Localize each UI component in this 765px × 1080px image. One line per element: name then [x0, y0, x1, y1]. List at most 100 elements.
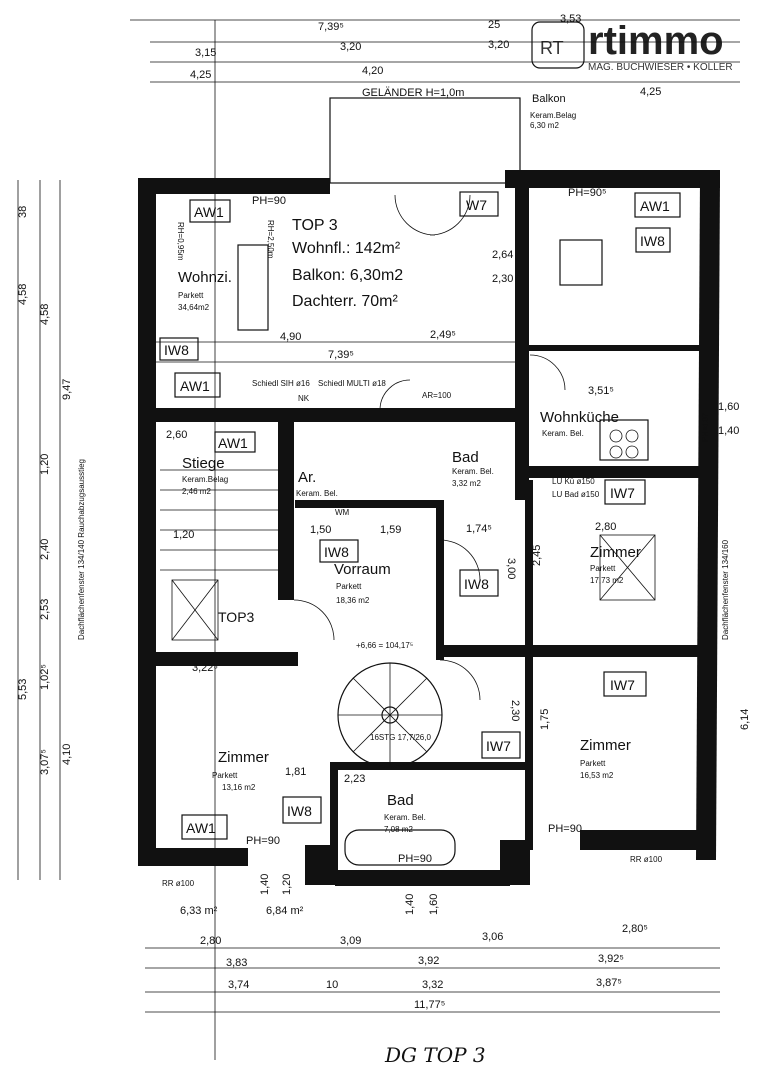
dim: 38 — [17, 206, 29, 218]
apartment-summary: TOP 3 Wohnfl.: 142m² Balkon: 6,30m2 Dach… — [292, 217, 403, 310]
dim: 11,77⁵ — [414, 999, 445, 1011]
dim: 1,02⁵ — [39, 664, 51, 690]
dim: 4,10 — [61, 744, 73, 765]
stairs-label: 16STG 17,7/26,0 — [370, 733, 431, 742]
dim: 7,39⁵ — [318, 21, 344, 33]
room-floor: Keram. Bel. — [542, 429, 584, 438]
room-area: 7,08 m2 — [384, 825, 413, 834]
room-floor: Parkett — [590, 564, 616, 573]
dim: 4,58 — [39, 304, 51, 325]
dim: 9,47 — [61, 379, 73, 400]
door-tag: IW8 — [640, 233, 665, 249]
dim: 3,32 — [422, 979, 443, 991]
room-area: 13,16 m2 — [222, 783, 256, 792]
window-tag: AW1 — [640, 198, 670, 214]
window-dimensions: 1,40 1,20 1,40 1,60 6,33 m² 6,84 m² — [180, 874, 440, 917]
dim: 5,53 — [17, 679, 29, 700]
dim: 2,80⁵ — [622, 923, 648, 935]
summary-roof-terrace: Dachterr. 70m² — [292, 293, 398, 310]
window-tag: AW1 — [218, 435, 248, 451]
dim: 1,75 — [539, 709, 551, 730]
room-name: Zimmer — [590, 544, 641, 561]
logo-mark: RT — [540, 38, 564, 58]
dim: 6,33 m² — [180, 905, 218, 917]
dim: 6,84 m² — [266, 905, 304, 917]
logo-name: rtimmo — [588, 19, 724, 63]
parapet-label: PH=107 — [701, 412, 710, 442]
room-name: Vorraum — [334, 561, 391, 578]
room-floor: Keram. Bel. — [296, 489, 338, 498]
door-tag: IW8 — [464, 576, 489, 592]
room-name: Zimmer — [580, 737, 631, 754]
chimney-label: Schiedl MULTI ø18 — [318, 379, 386, 388]
furniture — [237, 239, 656, 866]
dim: 1,40 — [404, 894, 416, 915]
room-name: Stiege — [182, 455, 225, 472]
dim: 3,51⁵ — [588, 385, 614, 397]
summary-balcony-area: Balkon: 6,30m2 — [292, 267, 403, 284]
vent-label: AR=100 — [422, 391, 452, 400]
dim: 2,80 — [200, 935, 221, 947]
dim: 3,15 — [195, 47, 216, 59]
summary-title: TOP 3 — [292, 217, 338, 234]
skylight-label: Dachflächenfenster 134/160 — [721, 539, 730, 640]
dim: 4,25 — [640, 86, 661, 98]
dim: 3,92⁵ — [598, 953, 624, 965]
vent-label: LU Bad ø150 — [552, 490, 600, 499]
balcony: GELÄNDER H=1,0m Balkon Keram.Belag 6,30 … — [329, 87, 576, 184]
dim: 2,49⁵ — [430, 329, 456, 341]
chimney-label: NK — [298, 394, 310, 403]
dim: 1,20 — [39, 454, 51, 475]
dim: 1,20 — [281, 874, 293, 895]
room-area: 17,73 m2 — [590, 576, 624, 585]
doors — [293, 194, 566, 701]
dim: 4,25 — [190, 69, 211, 81]
dim: 4,20 — [362, 65, 383, 77]
dim: 2,30 — [492, 273, 513, 285]
dim: 2,30 — [509, 700, 521, 721]
room-name: Wohnküche — [540, 409, 619, 426]
washer-label: WM — [335, 508, 350, 517]
dim: 1,81 — [285, 766, 306, 778]
bottom-dimensions: 2,80 3,09 3,06 2,80⁵ 3,83 3,92 3,92⁵ 3,7… — [145, 923, 720, 1013]
parapet-label: PH=90 — [252, 195, 286, 207]
dim: 3,20 — [488, 39, 509, 51]
logo: RT rtimmo MAG. BUCHWIESER • KOLLER — [531, 19, 733, 73]
vent-label: LU Kü ø150 — [552, 477, 595, 486]
parapet-label: PH=90 — [398, 853, 432, 865]
dim: 1,40 — [259, 874, 271, 895]
dim: 4,90 — [280, 331, 301, 343]
parapet-label: PH=90⁵ — [568, 187, 607, 199]
room-name: Zimmer — [218, 749, 269, 766]
room-area: 18,36 m2 — [336, 596, 370, 605]
dim: 1,50 — [310, 524, 331, 536]
walls — [138, 170, 720, 886]
room-floor: Keram. Bel. — [384, 813, 426, 822]
railing-label: GELÄNDER H=1,0m — [362, 87, 464, 99]
window-tag: AW1 — [186, 820, 216, 836]
window-marks: AW1 AW1 AW1 AW1 AW1 W7 IW8 IW8 IW8 IW8 I… — [77, 187, 730, 888]
dim: 7,39⁵ — [328, 349, 354, 361]
room-area: 34,64m2 — [178, 303, 210, 312]
straight-staircase — [160, 469, 278, 641]
room-name: Bad — [452, 449, 479, 466]
entrance-label: TOP3 — [218, 609, 255, 625]
room-floor: Keram.Belag — [182, 475, 228, 484]
dim: 2,40 — [39, 539, 51, 560]
downpipe-label: RR ø100 — [162, 879, 195, 888]
room-floor: Parkett — [212, 771, 238, 780]
door-tag: IW7 — [486, 738, 511, 754]
window-tag: AW1 — [194, 204, 224, 220]
dim: 3,92 — [418, 955, 439, 967]
window-tag: W7 — [466, 197, 487, 213]
door-tag: IW7 — [610, 485, 635, 501]
dim: 3,09 — [340, 935, 361, 947]
room-area: 2,46 m2 — [182, 487, 211, 496]
dim: 3,20 — [340, 41, 361, 53]
dim: 2,53 — [39, 599, 51, 620]
dim: 2,23 — [344, 773, 365, 785]
room-floor: Parkett — [580, 759, 606, 768]
parapet-label: PH=90 — [246, 835, 280, 847]
dim: 2,45 — [531, 545, 543, 566]
door-tag: IW8 — [324, 544, 349, 560]
